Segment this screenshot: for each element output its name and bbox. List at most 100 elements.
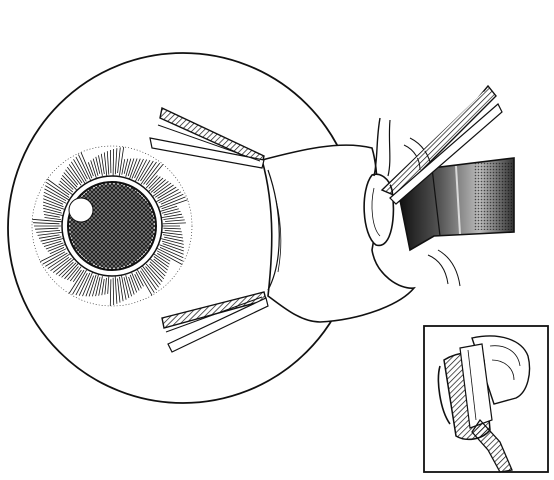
iris-stroke (164, 236, 184, 242)
iris-stroke (145, 263, 163, 282)
iris-stroke (43, 240, 62, 247)
iris-stroke (101, 279, 105, 296)
inset-detail-clamp (437, 335, 531, 473)
iris-stroke (43, 214, 60, 218)
iris-stroke (149, 264, 165, 280)
iris-stroke (92, 274, 99, 297)
iris-stroke (157, 186, 177, 199)
pupil-dark-core (70, 184, 154, 268)
iris-stroke (158, 191, 182, 204)
iris-stroke (87, 162, 94, 177)
iris-stroke (153, 258, 168, 271)
iris-stroke (64, 262, 79, 280)
iris-stroke (47, 244, 66, 252)
iris-stroke (148, 176, 161, 189)
iris-stroke (67, 266, 79, 281)
iris-stroke (42, 201, 65, 210)
iris-stroke (35, 227, 59, 230)
iris-stroke (32, 218, 63, 223)
iris-stroke (110, 149, 112, 174)
iris-stroke (62, 175, 77, 191)
iris-stroke (123, 158, 129, 174)
iris-stroke (49, 247, 65, 255)
iris-stroke (145, 266, 161, 285)
iris-stroke (129, 158, 138, 180)
iris-stroke (125, 275, 132, 297)
iris-stroke (43, 191, 67, 204)
iris-stroke (37, 232, 62, 236)
iris-stroke (112, 277, 115, 306)
iris-stroke (153, 256, 169, 268)
iris-stroke (161, 231, 183, 236)
iris-stroke (131, 272, 140, 291)
iris-stroke (43, 198, 64, 208)
pupil-highlight (68, 197, 94, 223)
iris-stroke (107, 276, 110, 294)
iris-stroke (59, 180, 74, 193)
muscle-band (261, 144, 416, 323)
iris-stroke (121, 159, 126, 175)
iris-stroke (134, 158, 144, 179)
iris-stroke (33, 222, 60, 225)
iris-stroke (75, 156, 88, 180)
iris-stroke (162, 222, 186, 225)
iris-stroke (58, 183, 73, 196)
iris-stroke (80, 152, 93, 179)
iris-stroke (66, 166, 82, 186)
iris-stroke (45, 242, 64, 250)
iris-stroke (55, 258, 75, 275)
iris-stroke (125, 158, 132, 177)
forceps-lower (161, 291, 269, 353)
iris-stroke (65, 169, 79, 185)
iris-stroke (163, 227, 181, 230)
iris-stroke (72, 269, 87, 295)
iris-stroke (119, 276, 124, 302)
iris-stroke (161, 240, 184, 249)
iris-stroke (159, 247, 184, 259)
iris-outer-ring (31, 145, 193, 307)
iris-stroke (123, 277, 130, 299)
iris-stroke (68, 269, 85, 294)
iris-stroke (44, 188, 67, 202)
iris-stroke (45, 252, 68, 267)
iris-stroke (100, 153, 105, 175)
iris-stroke (78, 272, 91, 296)
iris-stroke (114, 148, 118, 175)
iris-stroke (135, 271, 144, 287)
iris-stroke (145, 175, 158, 189)
iris-stroke (121, 275, 127, 300)
iris-stroke (109, 279, 112, 307)
iris-stroke (160, 193, 184, 205)
iris-stroke (141, 268, 157, 291)
inset-detail (423, 325, 549, 473)
iris-stroke (117, 278, 121, 303)
iris-stroke (145, 164, 164, 185)
iris-stroke (136, 269, 153, 296)
iris-stroke (127, 158, 135, 177)
iris-stroke (140, 161, 157, 185)
iris-stroke (98, 276, 103, 296)
iris-stroke (95, 277, 101, 297)
forceps-right (380, 84, 503, 205)
iris-stroke (163, 234, 184, 239)
iris-stroke (131, 158, 141, 179)
iris-stroke (70, 161, 86, 185)
iris-stroke (161, 208, 179, 214)
iris-stroke (69, 266, 82, 282)
iris-stroke (161, 238, 184, 245)
iris-stroke (129, 274, 138, 293)
iris-stroke (161, 213, 183, 218)
iris-stroke (61, 262, 77, 278)
muscle-shade-line (275, 199, 282, 273)
iris-stroke (156, 247, 183, 262)
iris-stroke (43, 211, 63, 216)
iris-stroke (42, 251, 66, 265)
iris-stroke (73, 159, 87, 182)
iris-stroke (60, 177, 74, 190)
iris-stroke (85, 275, 94, 297)
iris-stroke (38, 234, 60, 239)
iris-stroke (104, 277, 107, 295)
muscle-clamp (399, 157, 515, 252)
iris-stroke (156, 189, 179, 202)
